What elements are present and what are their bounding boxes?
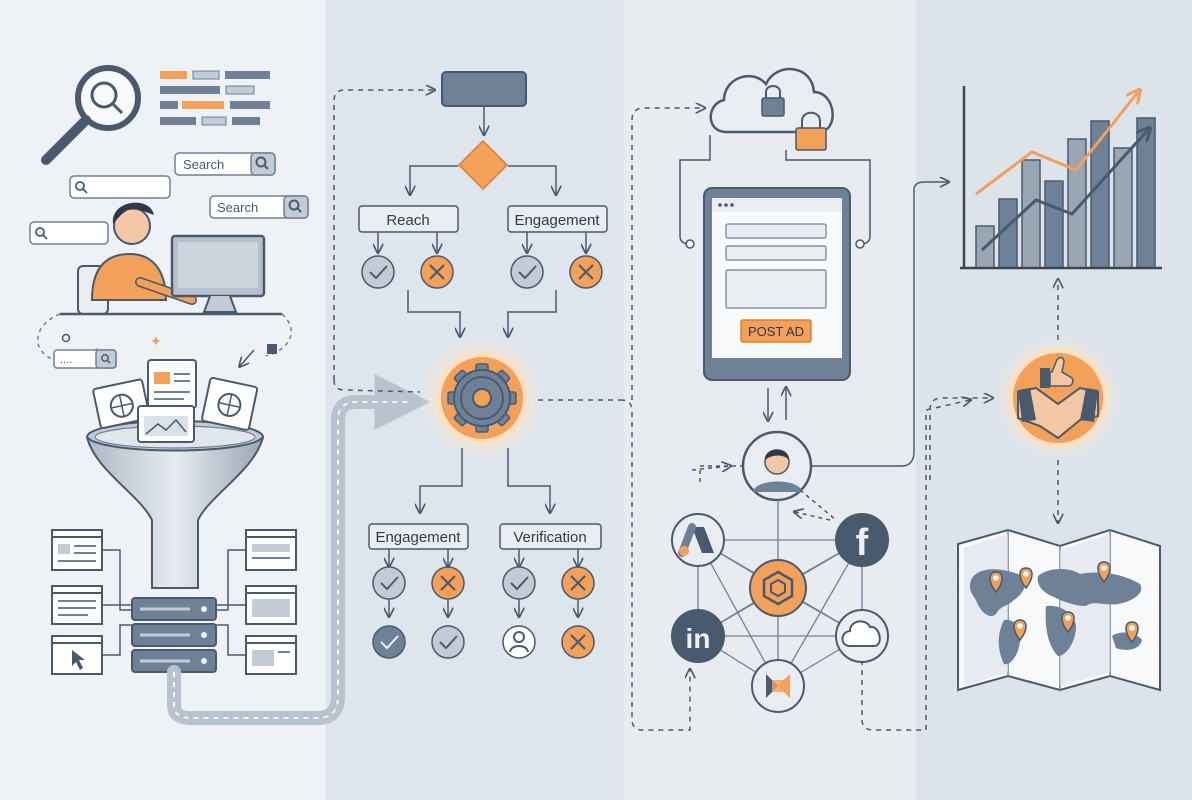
form-field-2[interactable] <box>725 245 827 261</box>
document-icons <box>92 359 259 443</box>
cross-icon <box>561 566 595 600</box>
search-bar-3[interactable] <box>69 175 171 199</box>
tablet-device: POST AD <box>703 187 851 381</box>
search-bar-5-label: .... <box>60 354 72 366</box>
gear-icon <box>435 351 529 445</box>
branch-engagement-top-label: Engagement <box>514 212 600 229</box>
search-icon <box>101 354 111 364</box>
map-pin-icon <box>989 571 1003 594</box>
search-icon <box>255 156 269 170</box>
magnifier-icon <box>41 65 141 165</box>
facebook-icon: f <box>856 522 869 564</box>
check-icon <box>431 625 465 659</box>
cloud-security-icon <box>709 67 834 151</box>
google-ads-node[interactable] <box>671 513 725 567</box>
center-box-icon <box>762 570 794 606</box>
person-at-computer <box>60 202 282 316</box>
linkedin-node[interactable]: in <box>671 609 725 663</box>
hub-icon <box>766 674 790 698</box>
branch-verification-label: Verification <box>513 529 586 546</box>
check-icon <box>502 566 536 600</box>
post-ad-label: POST AD <box>748 324 804 339</box>
map-pin-icon <box>1013 619 1027 642</box>
search-bar-1[interactable]: Search <box>174 152 276 176</box>
search-bar-1-label: Search <box>183 157 224 172</box>
linkedin-icon: in <box>686 623 711 654</box>
branch-engagement-bottom: Engagement <box>368 523 469 550</box>
search-icon <box>288 199 302 213</box>
cloud-node[interactable] <box>835 609 889 663</box>
check-icon <box>372 566 406 600</box>
cloud-icon <box>841 620 881 647</box>
check-icon <box>361 255 395 289</box>
chart-bar <box>1021 159 1041 269</box>
trend-line-dark <box>980 130 1148 252</box>
decision-diamond <box>457 139 509 191</box>
world-map <box>957 528 1161 692</box>
server-icon <box>131 597 217 673</box>
webpage-icon-right-2 <box>245 585 297 625</box>
check-icon <box>372 625 406 659</box>
bottom-hub-node[interactable] <box>751 659 805 713</box>
map-pin-icon <box>1019 567 1033 590</box>
search-bar-2-label: Search <box>217 200 258 215</box>
cross-icon <box>569 255 603 289</box>
search-bar-2[interactable]: Search <box>209 195 309 219</box>
form-field-3[interactable] <box>725 269 827 309</box>
handshake-icon <box>1007 347 1109 449</box>
search-bar-4[interactable] <box>29 221 109 245</box>
svg-text:✦: ✦ <box>150 333 162 349</box>
branch-engagement-top: Engagement <box>507 205 608 233</box>
webpage-icon-left-3 <box>51 635 103 675</box>
cross-icon <box>561 625 595 659</box>
chart-bar <box>1090 120 1110 269</box>
chart-bar <box>1044 180 1064 269</box>
webpage-icon-right-1 <box>245 529 297 571</box>
post-ad-button[interactable]: POST AD <box>740 319 812 343</box>
webpage-icon-left-2 <box>51 585 103 625</box>
code-lines-icon <box>160 70 270 126</box>
start-node <box>441 71 527 107</box>
search-bar-5[interactable]: .... <box>53 349 117 369</box>
form-field-1[interactable] <box>725 223 827 239</box>
map-pin-icon <box>1061 611 1075 634</box>
webpage-icon-left-1 <box>51 529 103 571</box>
facebook-node[interactable]: f <box>835 513 889 567</box>
map-pin-icon <box>1097 561 1111 584</box>
cross-icon <box>420 255 454 289</box>
webpage-icon-right-3 <box>245 635 297 675</box>
growth-chart <box>960 86 1162 270</box>
search-icon <box>75 181 88 194</box>
trend-line-orange <box>975 92 1138 196</box>
map-pin-icon <box>1125 621 1139 644</box>
branch-verification: Verification <box>499 523 602 550</box>
branch-engagement-bottom-label: Engagement <box>375 529 461 546</box>
check-icon <box>510 255 544 289</box>
branch-reach-label: Reach <box>386 212 429 229</box>
google-ads-icon <box>678 523 714 557</box>
center-hub-node[interactable] <box>749 559 807 617</box>
user-icon <box>502 625 536 659</box>
branch-reach: Reach <box>358 205 459 233</box>
search-icon <box>35 227 48 240</box>
cross-icon <box>431 566 465 600</box>
